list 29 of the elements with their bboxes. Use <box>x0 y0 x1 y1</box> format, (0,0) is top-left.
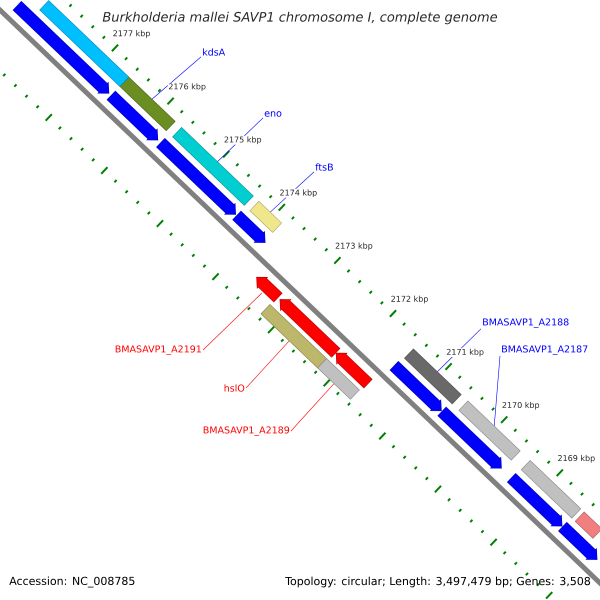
gene-label: BMASAVP1_A2188 <box>483 318 569 328</box>
gene-feature <box>106 90 158 140</box>
gene-bar <box>574 512 600 539</box>
gene-label: BMASAVP1_A2189 <box>204 426 290 436</box>
leader-line <box>494 356 500 426</box>
gene-label: eno <box>264 111 282 117</box>
leader-line <box>290 384 334 432</box>
gene-label: BMASAVP1_A2191 <box>116 345 201 355</box>
leader-line <box>246 340 290 388</box>
scale-label: 2169 kbp <box>557 454 596 464</box>
gene-label: kdsA <box>203 48 226 56</box>
gene-bar <box>317 358 360 400</box>
scale-label: 2170 kbp <box>501 401 540 410</box>
genome-summary: Topology: circular; Length: 3,497,479 bp; Genes: 3,508 <box>285 576 590 588</box>
leader-line <box>152 56 202 100</box>
gene-label: hslO <box>224 384 244 392</box>
scale-label: 2177 kbp <box>112 30 151 38</box>
scale-label: 2172 kbp <box>390 295 429 304</box>
scale-label: 2175 kbp <box>223 136 262 145</box>
title: Burkholderia mallei SAVP1 chromosome I, complete genome <box>102 12 498 24</box>
scale-label: 2174 kbp <box>279 188 318 198</box>
gene-label: ftsB <box>315 163 333 171</box>
scale-label: 2171 kbp <box>446 348 484 357</box>
scale-label: 2176 kbp <box>168 82 206 92</box>
leader-line <box>202 292 262 350</box>
scale-label: 2173 kbp <box>334 242 374 251</box>
gene-label: BMASAVP1_A2187 <box>502 345 588 355</box>
accession-note: Accession: NC_008785 <box>9 576 134 588</box>
gene-feature <box>232 210 266 243</box>
